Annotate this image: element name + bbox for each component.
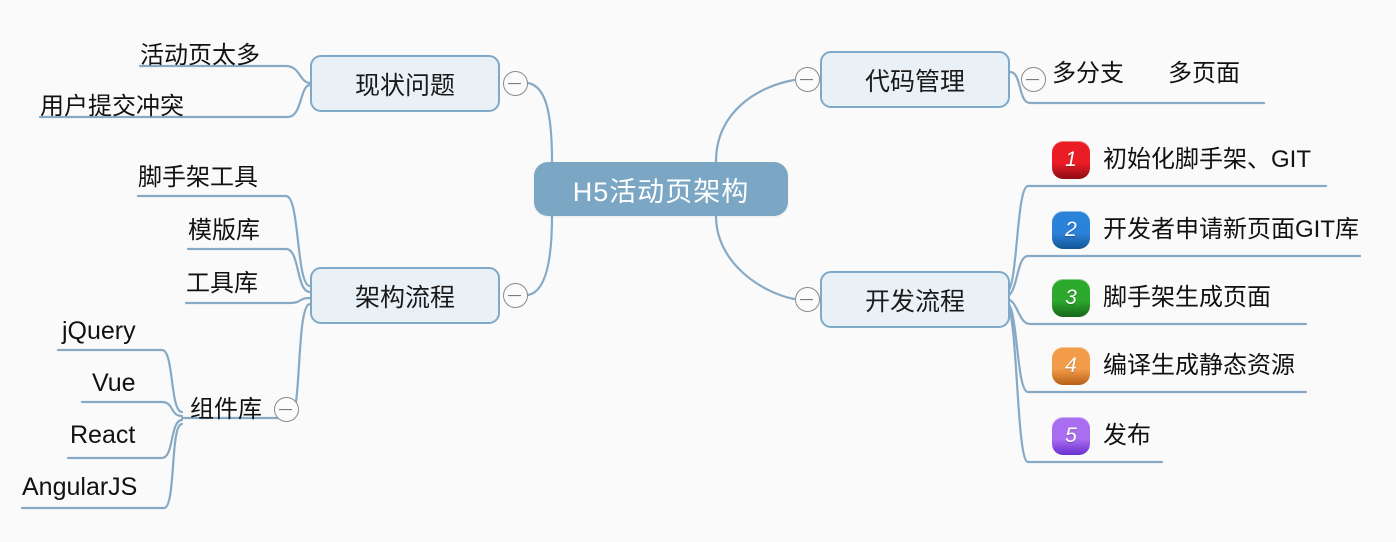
topic-node-dev-flow[interactable]: 开发流程 — [820, 271, 1010, 328]
step-label-1: 初始化脚手架、GIT — [1103, 146, 1311, 173]
wire-root-architecture-flow — [526, 214, 554, 297]
wire-root-current-problems — [526, 81, 554, 164]
leaf-component-library-3[interactable]: React — [70, 421, 136, 449]
minus-circle-icon-root-right-top[interactable] — [795, 67, 820, 92]
topic-node-current-problems[interactable]: 现状问题 — [310, 55, 500, 112]
minus-circle-icon-root-right-bottom[interactable] — [795, 287, 820, 312]
minus-circle-icon-code-management[interactable] — [1021, 67, 1046, 92]
step-label-4: 编译生成静态资源 — [1103, 352, 1295, 379]
leaf-code-management-1[interactable]: 多分支 — [1052, 60, 1124, 87]
minus-circle-icon-current-problems[interactable] — [503, 71, 528, 96]
step-label-3: 脚手架生成页面 — [1103, 284, 1271, 311]
leaf-current-problems-1[interactable]: 活动页太多 — [140, 42, 260, 69]
wire-root-code-management — [714, 78, 796, 164]
step-label-5: 发布 — [1103, 422, 1151, 449]
step-item-5[interactable]: 5 发布 — [1052, 417, 1151, 455]
step-badge-1: 1 — [1052, 141, 1090, 179]
topic-node-architecture-flow[interactable]: 架构流程 — [310, 267, 500, 324]
step-label-2: 开发者申请新页面GIT库 — [1103, 216, 1359, 243]
leaf-component-library-2[interactable]: Vue — [92, 369, 136, 397]
leaf-architecture-flow-3[interactable]: 工具库 — [186, 270, 258, 297]
topic-label-architecture-flow: 架构流程 — [354, 283, 455, 312]
leaf-component-library-4[interactable]: AngularJS — [22, 473, 138, 501]
leaf-component-library-1[interactable]: jQuery — [62, 317, 136, 345]
leaf-architecture-flow-2[interactable]: 模版库 — [188, 217, 260, 244]
wire-af-child-3 — [184, 296, 312, 305]
step-item-4[interactable]: 4 编译生成静态资源 — [1052, 347, 1295, 385]
leaf-architecture-flow-1[interactable]: 脚手架工具 — [138, 164, 258, 191]
topic-label-code-management: 代码管理 — [864, 67, 965, 96]
step-item-1[interactable]: 1 初始化脚手架、GIT — [1052, 141, 1311, 179]
step-item-3[interactable]: 3 脚手架生成页面 — [1052, 279, 1271, 317]
root-node[interactable]: H5活动页架构 — [534, 162, 788, 216]
topic-label-dev-flow: 开发流程 — [864, 287, 965, 316]
leaf-current-problems-2[interactable]: 用户提交冲突 — [40, 93, 184, 120]
minus-circle-icon-component-library[interactable] — [274, 397, 299, 422]
root-node-label: H5活动页架构 — [572, 176, 750, 207]
topic-node-code-management[interactable]: 代码管理 — [820, 51, 1010, 108]
leaf-architecture-flow-4[interactable]: 组件库 — [190, 396, 262, 423]
step-item-2[interactable]: 2 开发者申请新页面GIT库 — [1052, 211, 1359, 249]
step-badge-4: 4 — [1052, 347, 1090, 385]
topic-label-current-problems: 现状问题 — [354, 71, 455, 100]
leaf-code-management-2[interactable]: 多页面 — [1168, 60, 1240, 87]
wire-cl-child-2 — [80, 400, 184, 418]
step-badge-2: 2 — [1052, 211, 1090, 249]
minus-circle-icon-architecture-flow[interactable] — [503, 283, 528, 308]
step-badge-3: 3 — [1052, 279, 1090, 317]
step-badge-5: 5 — [1052, 417, 1090, 455]
wire-root-dev-flow — [714, 214, 796, 301]
